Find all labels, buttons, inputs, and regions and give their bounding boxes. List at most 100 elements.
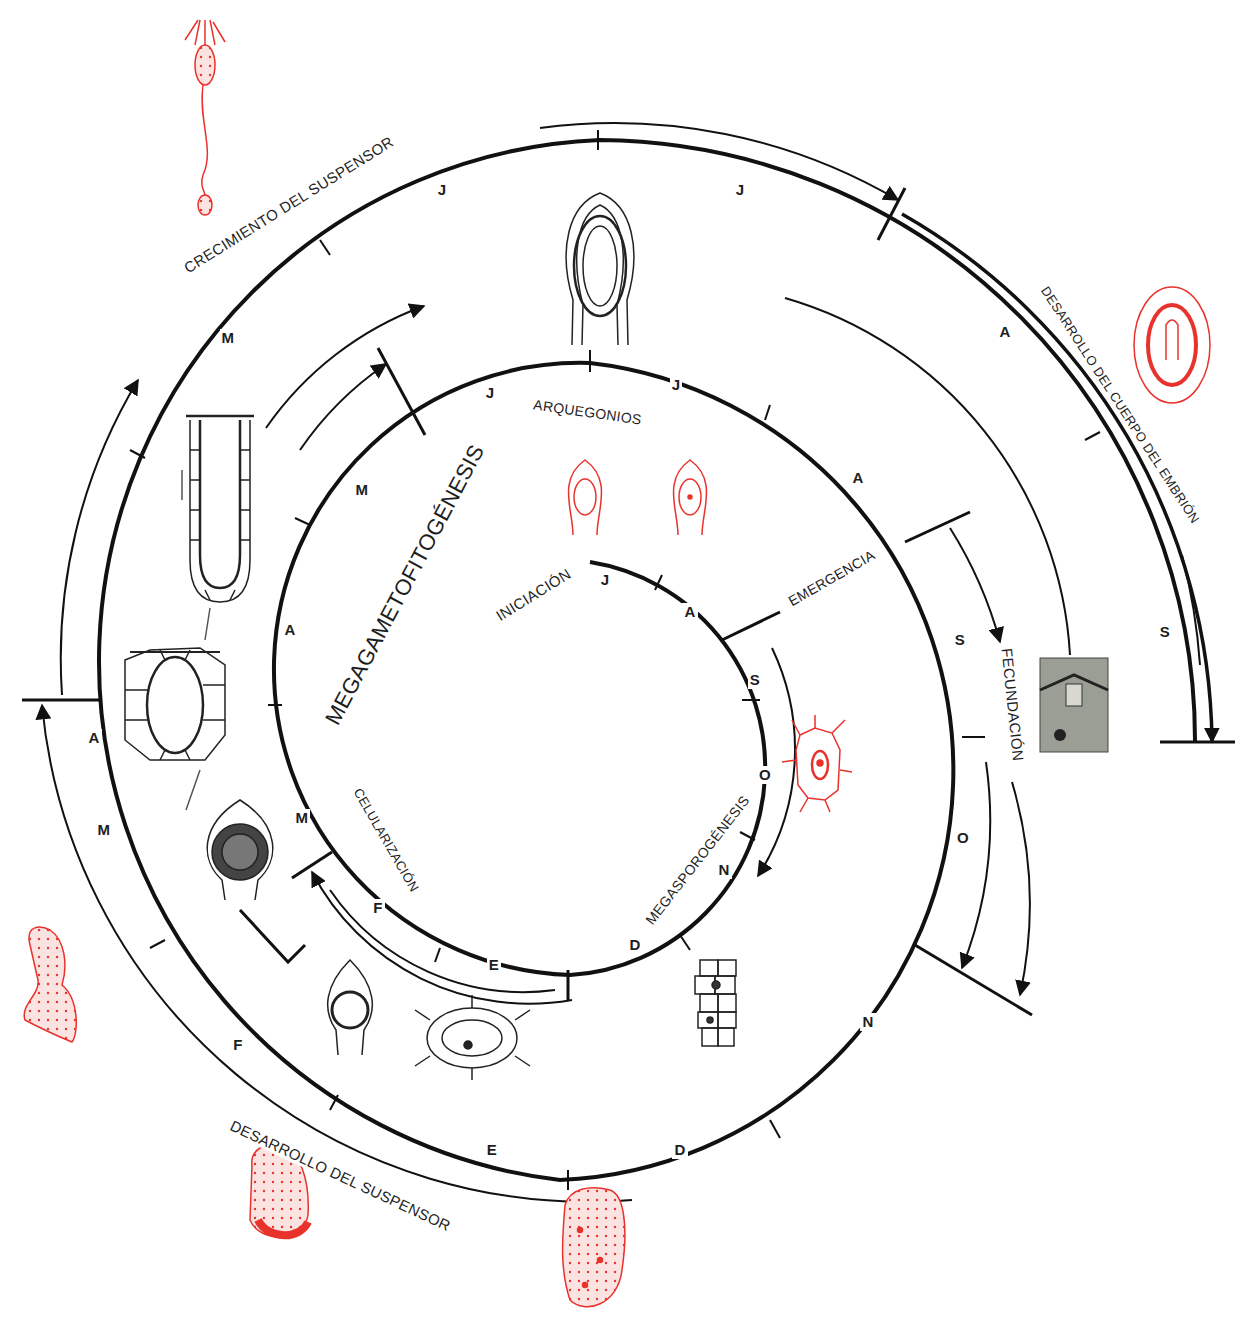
red-drawings-part (796, 728, 840, 800)
ovule-drawings-part (212, 824, 268, 880)
phase-bars-part (905, 512, 970, 542)
ovule-drawings-part (222, 834, 258, 870)
red-drawings-part (185, 20, 225, 45)
ovule-drawings-part (464, 1041, 472, 1049)
red-drawings-part (24, 927, 76, 1042)
tick-marks-part (655, 575, 662, 590)
ovule-drawings-part (718, 1028, 734, 1046)
phase-label: ARQUEGONIOS (531, 396, 645, 428)
red-drawings-part (583, 1283, 588, 1288)
phase-label: EMERGENCIA (784, 546, 880, 611)
ovule-drawings-part (702, 1028, 718, 1046)
red-drawings-part (568, 460, 601, 535)
month-letter: M (294, 809, 311, 826)
ovule-drawings-part (328, 960, 373, 1055)
red-drawings-part (195, 45, 215, 85)
ovule-drawings (125, 193, 736, 1080)
ovule-drawings-part (190, 450, 250, 600)
red-drawings-part (782, 715, 852, 812)
month-letter: A (997, 323, 1012, 340)
month-letter: D (627, 936, 642, 953)
tick-marks (130, 130, 1100, 1190)
month-letter: F (231, 1036, 244, 1053)
ovule-drawings-part (700, 960, 718, 976)
month-letter: O (955, 829, 971, 846)
ovule-drawings-part (718, 960, 736, 976)
ovule-drawings-part (427, 1008, 517, 1068)
month-letter: J (436, 181, 449, 198)
red-drawings-part (198, 195, 212, 215)
fecundation-photo-part (1066, 684, 1082, 706)
ovule-drawings-part (574, 216, 626, 316)
month-letter: E (485, 1141, 499, 1158)
tick-marks-part (130, 450, 145, 458)
month-letter: E (487, 956, 501, 973)
red-drawings-part (563, 1188, 625, 1307)
ovule-drawings-part (718, 1012, 736, 1028)
spiral-line (99, 140, 1195, 1180)
tick-marks-part (740, 832, 755, 840)
ovule-drawings-part (415, 995, 530, 1080)
tick-marks-part (962, 736, 985, 738)
ovule-drawings-part (442, 1020, 502, 1056)
ovule-drawings-part (700, 994, 718, 1012)
ovule-drawings-part (182, 470, 210, 810)
month-letter: J (670, 376, 683, 393)
ovule-drawings-part (125, 650, 225, 760)
phase-label: INICIACIÓN (491, 564, 575, 626)
month-letter: D (672, 1141, 687, 1158)
red-drawings-part (578, 1228, 583, 1233)
red-drawings-part (1148, 305, 1196, 385)
red-drawings-part (574, 479, 596, 515)
month-letter: M (220, 329, 237, 346)
month-letter: F (371, 899, 384, 916)
month-letter: N (716, 861, 731, 878)
tick-marks-part (567, 1170, 569, 1190)
tick-marks-part (589, 350, 591, 372)
phase-arrows-part (42, 705, 632, 1202)
tick-marks-part (680, 935, 690, 950)
tick-marks-part (742, 699, 760, 701)
phase-label: MEGASPOROGÉNESIS (641, 791, 754, 929)
tick-marks-part (770, 1120, 780, 1138)
ovule-drawings-part (125, 648, 225, 760)
phase-arrows (42, 123, 1212, 1202)
ovule-drawings-part (147, 657, 203, 753)
phase-bars-part (22, 699, 100, 702)
ovule-drawings-part (718, 994, 736, 1012)
phase-arrows-part (300, 364, 386, 450)
phase-arrows-part (962, 762, 990, 968)
month-letter: N (860, 1013, 875, 1030)
phase-label: MEGAGAMETOFITOGÉNESIS (319, 439, 490, 731)
tick-marks-part (597, 130, 599, 150)
ovule-drawings-part (190, 420, 250, 602)
phase-arrows-part (61, 380, 138, 695)
month-letter: A (86, 729, 101, 746)
month-letter: S (1158, 623, 1172, 640)
month-letter: O (757, 766, 773, 783)
red-drawings (24, 20, 1210, 1307)
phase-bars-part (378, 348, 425, 435)
month-letter: J (734, 181, 747, 198)
phase-bars-part (567, 970, 570, 1000)
red-drawings-part (688, 495, 692, 499)
ovule-drawings-part (332, 992, 368, 1028)
month-letter: M (96, 821, 113, 838)
phase-arrows-part (950, 528, 1000, 642)
ovule-drawings-part (712, 981, 720, 989)
red-drawings-part (598, 1258, 603, 1263)
tick-marks-part (150, 940, 165, 948)
month-letter: A (682, 603, 697, 620)
ovule-drawings-part (583, 226, 617, 306)
ovule-drawings-part (207, 800, 272, 900)
phase-arrows-part (266, 306, 424, 428)
tick-marks-part (268, 704, 282, 706)
fecundation-photo-part (1040, 658, 1108, 752)
tick-marks-part (330, 1095, 338, 1110)
red-drawings-part (817, 760, 823, 766)
red-drawings-part (1166, 320, 1178, 360)
phase-arrows-part (312, 872, 572, 1004)
red-drawings-part (812, 751, 828, 779)
tick-marks-part (1085, 432, 1100, 440)
phase-arrows-part (1182, 555, 1200, 665)
